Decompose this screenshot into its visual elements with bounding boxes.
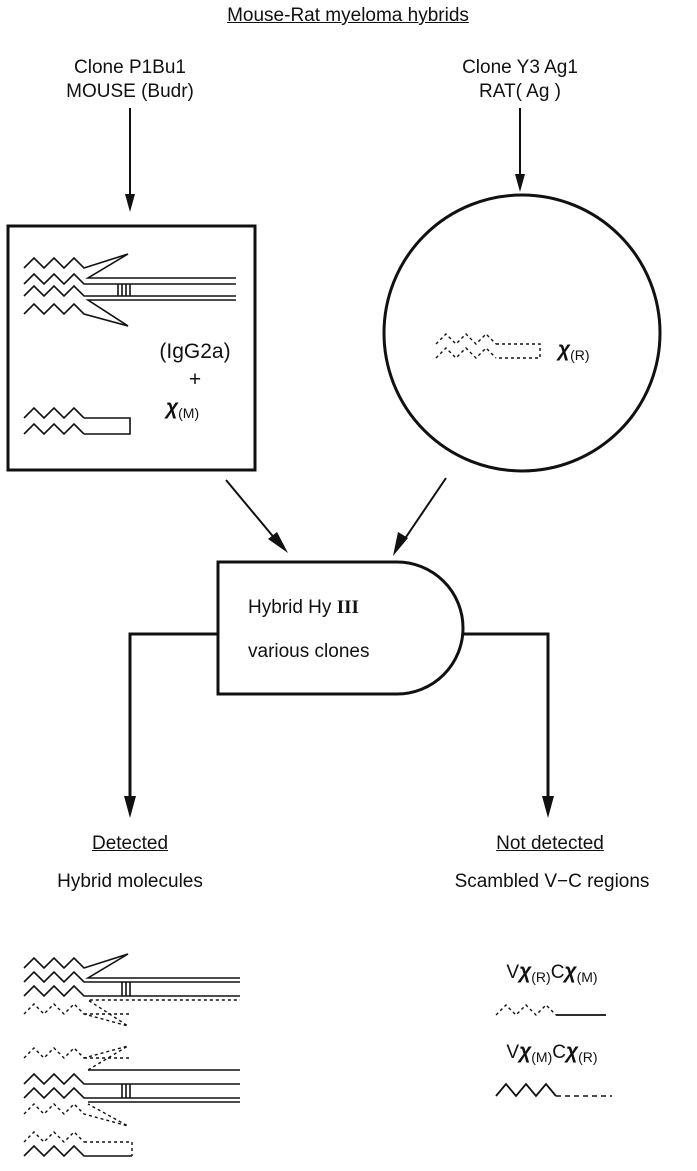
formula2-sub-2: (R) bbox=[578, 1049, 598, 1065]
formula1-sub-1: (R) bbox=[531, 969, 551, 985]
scrambled-formula-1: Vχ(R)Cχ(M) bbox=[506, 960, 597, 989]
formula1-sub-2: (M) bbox=[576, 969, 598, 985]
mouse-plus-sign: + bbox=[188, 368, 202, 391]
mouse-igg-molecule bbox=[23, 253, 236, 327]
rat-kappa-symbol: χ bbox=[558, 338, 571, 361]
detected-molecule-3-rat-part bbox=[23, 1131, 133, 1156]
formula2-kappa-1: χ bbox=[519, 1040, 532, 1063]
hybrid-clones-label: various clones bbox=[248, 641, 370, 662]
diagram-title: Mouse-Rat myeloma hybrids bbox=[227, 5, 469, 26]
rat-kappa-chain bbox=[435, 333, 541, 359]
formula1-kappa-2: χ bbox=[564, 960, 577, 983]
scrambled-formula-2: Vχ(M)Cχ(R) bbox=[506, 1040, 597, 1069]
rat-cell-circle bbox=[382, 193, 662, 473]
detected-molecule-2 bbox=[23, 1069, 240, 1103]
mouse-cell-box bbox=[6, 224, 257, 472]
formula1-kappa-1: χ bbox=[519, 960, 532, 983]
not-detected-heading: Not detected bbox=[496, 833, 604, 854]
hybrid-label: Hybrid Hy III bbox=[248, 596, 359, 620]
detected-molecule-1-rat-part bbox=[23, 999, 240, 1027]
arrow-mouse-to-hybrid bbox=[225, 479, 288, 553]
formula2-v: V bbox=[506, 1042, 520, 1063]
mouse-kappa-subscript: (M) bbox=[178, 405, 200, 421]
mouse-strain-label: MOUSE (Budr) bbox=[66, 81, 194, 102]
rat-clone-label: Clone Y3 Ag1 bbox=[462, 57, 578, 78]
formula2-kappa-2: χ bbox=[565, 1040, 579, 1063]
arrow-mouse-down bbox=[125, 108, 135, 212]
arrow-to-not-detected bbox=[462, 632, 554, 818]
detected-molecule-3 bbox=[23, 1144, 132, 1158]
formula1-c: C bbox=[550, 962, 565, 983]
scrambled-chain-2 bbox=[495, 1082, 612, 1098]
arrow-rat-to-hybrid bbox=[393, 477, 447, 556]
hybrid-name: Hybrid Hy bbox=[248, 597, 332, 618]
formula1-v: V bbox=[506, 962, 520, 983]
not-detected-subheading: Scambled V−C regions bbox=[454, 871, 650, 892]
mouse-kappa-label: χ(M) bbox=[166, 396, 199, 425]
mouse-clone-label: Clone P1Bu1 bbox=[74, 57, 186, 78]
rat-kappa-subscript: (R) bbox=[570, 347, 590, 363]
formula2-c: C bbox=[552, 1042, 566, 1063]
detected-molecule-2-rat-part bbox=[23, 1045, 132, 1127]
rat-kappa-label: χ(R) bbox=[558, 338, 590, 367]
detected-heading: Detected bbox=[91, 833, 169, 854]
mouse-heavy-chain-label: (IgG2a) bbox=[159, 340, 231, 363]
detected-molecule-1 bbox=[23, 953, 240, 998]
formula2-sub-1: (M) bbox=[531, 1049, 553, 1065]
scrambled-chain-1 bbox=[495, 1004, 606, 1016]
hybrid-cell-shape bbox=[216, 560, 465, 696]
mouse-kappa-symbol: χ bbox=[166, 396, 179, 419]
hybrid-numeral: III bbox=[336, 597, 359, 618]
arrow-to-detected bbox=[124, 632, 218, 818]
rat-strain-label: RAT( Ag ) bbox=[479, 81, 561, 102]
detected-subheading: Hybrid molecules bbox=[57, 871, 203, 892]
mouse-kappa-chain bbox=[23, 406, 131, 436]
arrow-rat-down bbox=[515, 108, 525, 192]
